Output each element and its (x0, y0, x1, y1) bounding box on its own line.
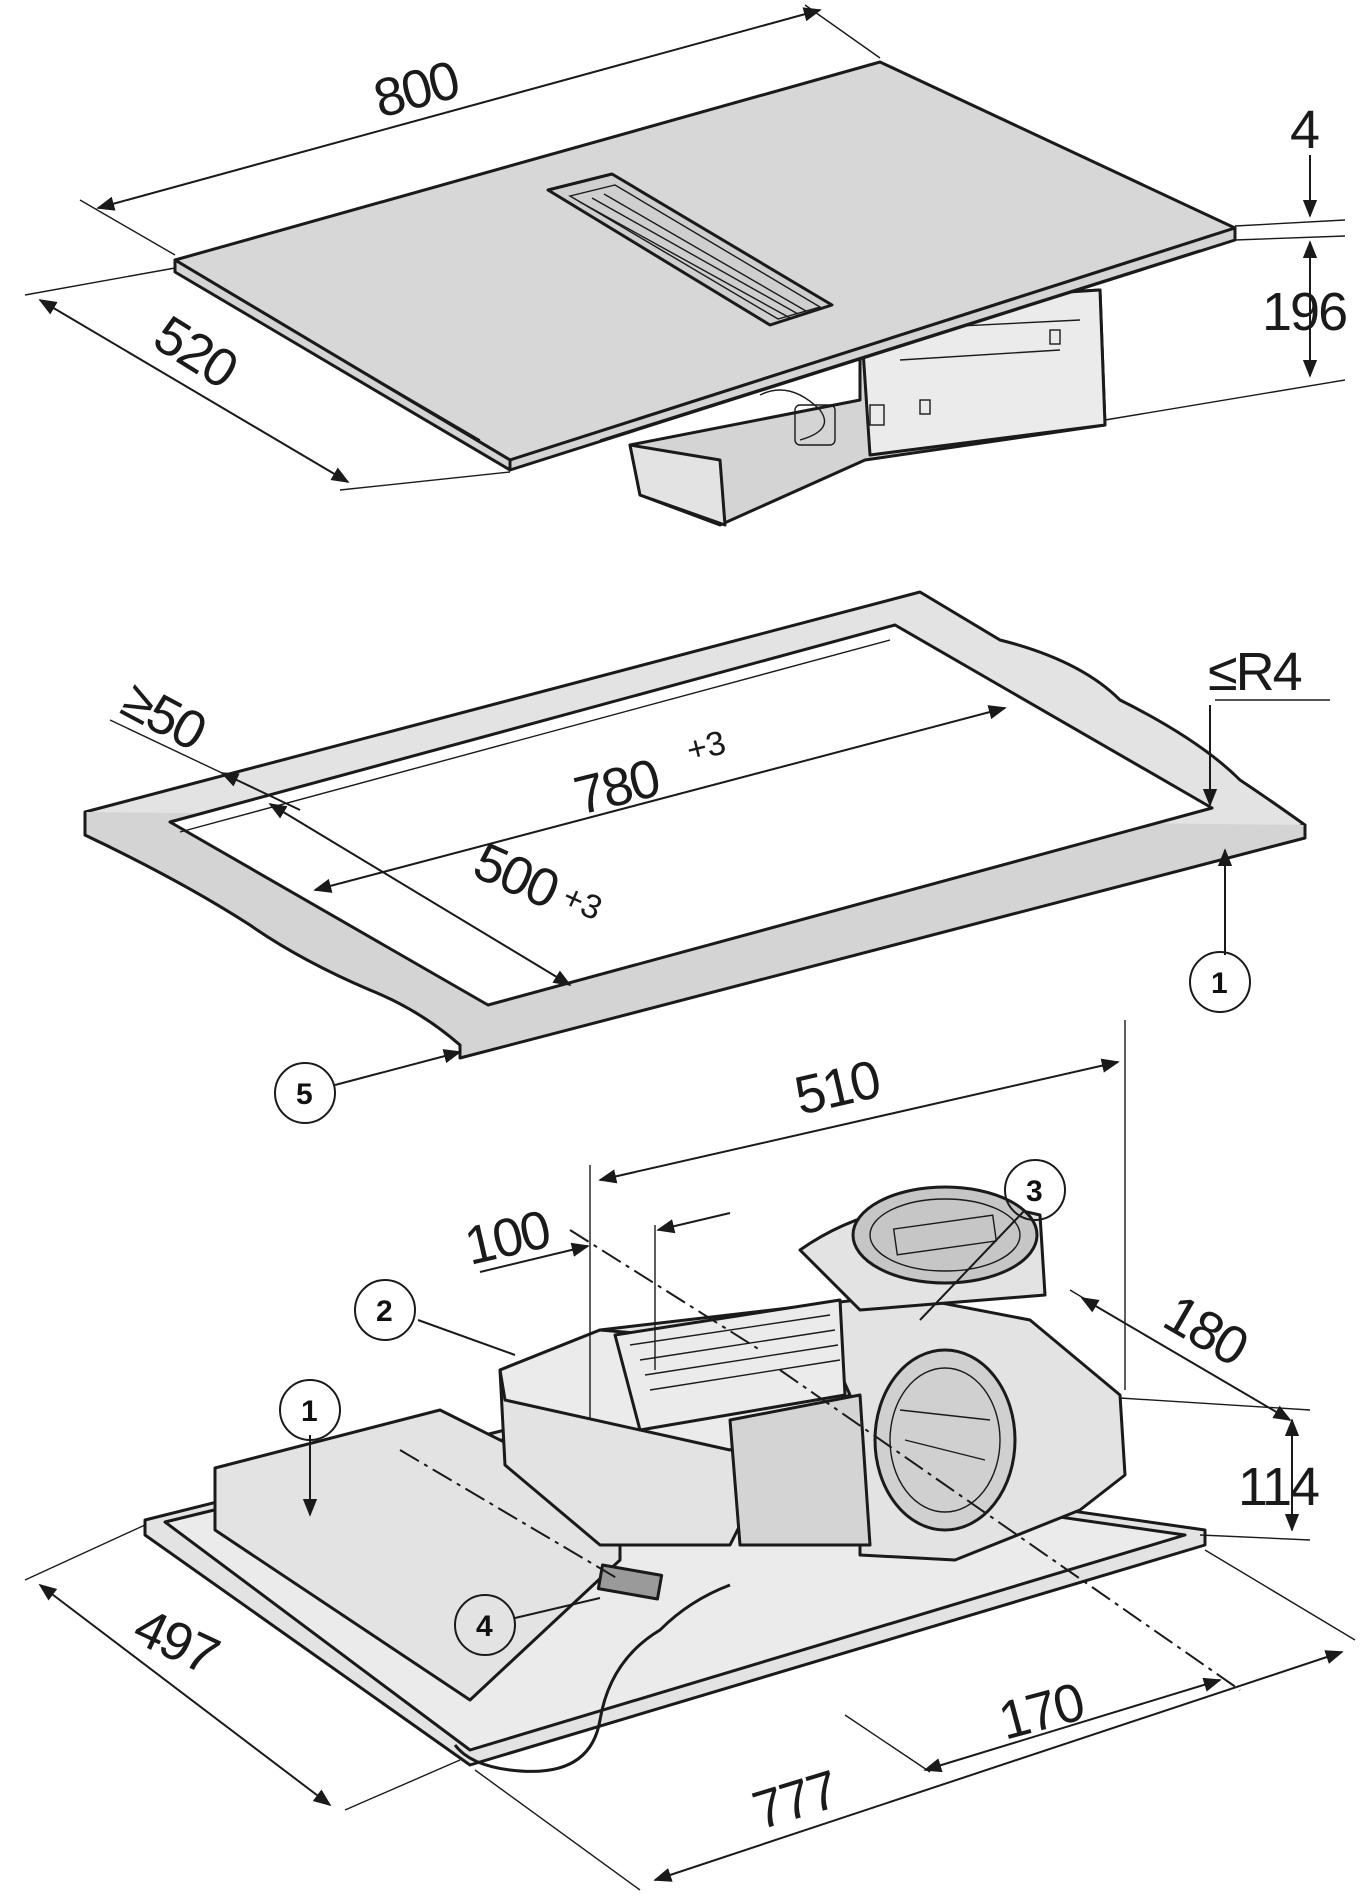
callout-frame-number: 5 (296, 1078, 313, 1111)
dim-180-label: 180 (1154, 1283, 1257, 1377)
callout-3-number: 3 (1026, 1175, 1043, 1208)
dim-height-label: 196 (1262, 282, 1346, 342)
callout-4-cable (454, 1594, 516, 1656)
callout-1-worktop (279, 1379, 341, 1441)
dim-radius-label: ≤R4 (1208, 642, 1302, 702)
callout-1-number: 1 (301, 1395, 318, 1428)
dim-777-label: 777 (746, 1760, 844, 1842)
cooktop-illustration (173, 60, 1237, 527)
dim-glass-thickness-label: 4 (1290, 100, 1319, 160)
dim-edge-min-label: ≥50 (112, 670, 214, 762)
dim-100-label: 100 (459, 1199, 554, 1276)
callout-4-number: 4 (476, 1610, 493, 1643)
dim-depth-label: 520 (144, 304, 247, 399)
dim-114-label: 114 (1238, 1457, 1319, 1517)
dim-width-label: 800 (368, 50, 465, 130)
callout-2-number: 2 (376, 1295, 393, 1328)
worktop-cutout-illustration (83, 590, 1307, 1060)
callout-frame (274, 1062, 336, 1124)
callout-2-filter (354, 1279, 416, 1341)
callout-3-fan (1004, 1159, 1066, 1221)
dim-cutout-width-tolerance: +3 (683, 724, 730, 770)
callout-worktop-number: 1 (1211, 967, 1228, 1000)
dim-497-label: 497 (125, 1596, 227, 1686)
underside-fan-illustration (143, 1185, 1207, 1773)
callout-worktop (1189, 951, 1251, 1013)
dim-510-label: 510 (789, 1049, 884, 1126)
